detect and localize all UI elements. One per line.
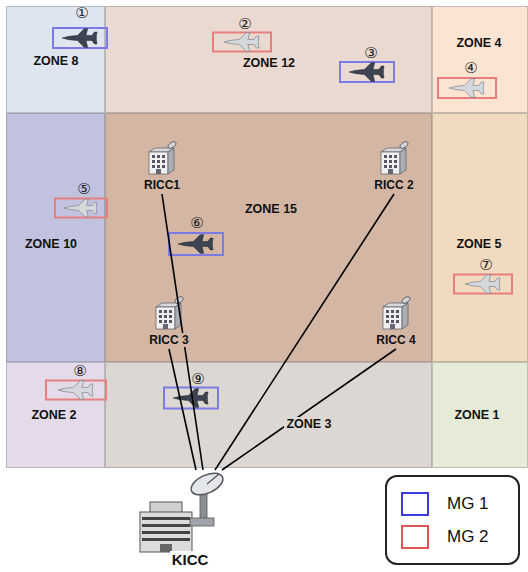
station-label: RICC 3 (147, 333, 190, 347)
legend-text: MG 2 (447, 527, 489, 547)
zone-region: ZONE 8 (6, 6, 105, 113)
zone-region: ZONE 12 (105, 6, 432, 113)
aircraft (169, 233, 223, 255)
callout-number: ⑥ (190, 215, 203, 231)
mg2-box (438, 78, 496, 98)
zone-label: ZONE 3 (284, 417, 333, 432)
jet-light (449, 79, 484, 98)
zone-region: ZONE 2 (6, 362, 105, 468)
dish (188, 469, 226, 500)
zone-region: ZONE 3 (105, 362, 432, 468)
link-line (169, 349, 196, 470)
station-label: RICC 4 (374, 333, 417, 347)
jet-dark (349, 63, 384, 82)
zone-label: ZONE 8 (31, 54, 80, 69)
entrance (160, 544, 172, 552)
legend-text: MG 1 (447, 494, 489, 514)
ricc-building (383, 296, 411, 329)
zone-label: ZONE 2 (29, 408, 78, 423)
dish-base (190, 518, 214, 526)
callout-number: ④ (464, 60, 477, 76)
link-line (215, 194, 394, 470)
window-band (142, 531, 190, 534)
window-band (142, 517, 190, 520)
zone-label: ZONE 5 (454, 237, 503, 252)
jet-light (465, 275, 500, 294)
zone-label: ZONE 12 (241, 56, 297, 71)
kicc-building (140, 469, 226, 552)
legend-swatch (401, 525, 429, 549)
zone-region: ZONE 5 (432, 113, 528, 362)
mg1-box (340, 62, 394, 82)
jet-light (58, 381, 93, 400)
legend-box: MG 1 MG 2 (385, 475, 520, 565)
aircraft (340, 62, 394, 82)
callout-number: ⑨ (191, 371, 204, 387)
aircraft (213, 33, 271, 52)
link-line (222, 349, 396, 470)
zone-label: ZONE 10 (23, 237, 79, 252)
zone-label: ZONE 15 (243, 202, 299, 217)
zone-region: ZONE 10 (6, 113, 105, 362)
dish-feed (207, 474, 219, 484)
ricc-building (381, 141, 409, 174)
mg1-box (53, 28, 107, 48)
aircraft (46, 381, 106, 400)
legend-swatch (401, 492, 429, 516)
callout-number: ⑧ (73, 363, 86, 379)
control-center-label: KICC (170, 551, 211, 568)
mg2-box (46, 381, 106, 400)
legend-row: MG 2 (401, 525, 504, 549)
zone-region: ZONE 1 (432, 362, 528, 468)
callout-number: ② (238, 16, 251, 32)
zone-region: ZONE 4 (432, 6, 528, 113)
jet-dark (178, 235, 213, 254)
legend-row: MG 1 (401, 492, 504, 516)
jet-light (64, 199, 97, 217)
link-line (162, 194, 203, 470)
zone-label: ZONE 4 (454, 36, 503, 51)
callout-number: ⑤ (77, 181, 90, 197)
window-band (142, 524, 190, 527)
mg2-box (55, 199, 107, 218)
aircraft (53, 28, 107, 48)
zone-label: ZONE 1 (452, 408, 501, 423)
jet-light (224, 33, 259, 52)
aircraft (55, 199, 107, 218)
station-label: RICC1 (142, 178, 182, 192)
window-band (142, 538, 190, 541)
building-top (150, 502, 182, 513)
station-label: RICC 2 (372, 178, 415, 192)
mg2-box (454, 275, 512, 294)
ricc-building (149, 141, 177, 174)
callout-number: ③ (364, 45, 377, 61)
mg2-box (213, 33, 271, 52)
aircraft (454, 275, 512, 294)
callout-number: ⑦ (479, 257, 492, 273)
building-body (140, 512, 192, 552)
jet-dark (62, 29, 97, 48)
callout-number: ① (75, 5, 88, 21)
aircraft (438, 78, 496, 98)
mg1-box (169, 233, 223, 255)
